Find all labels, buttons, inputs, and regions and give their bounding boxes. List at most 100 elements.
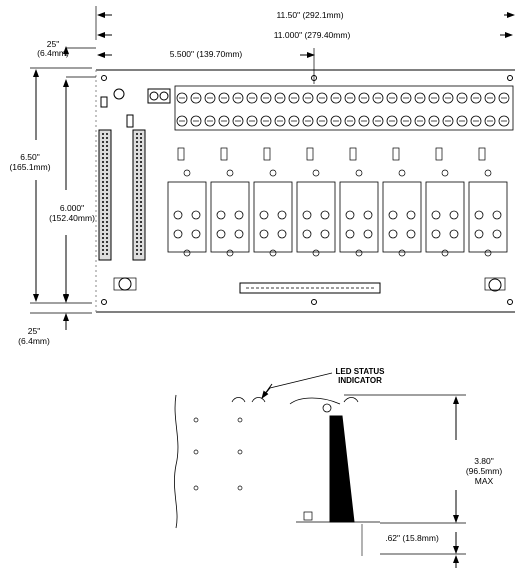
- bottom-components: [113, 277, 506, 294]
- board-height-mm-label: (165.1mm): [9, 162, 51, 172]
- connector-pin: [102, 205, 104, 207]
- connector-pin: [102, 149, 104, 151]
- connector-pin: [136, 185, 138, 187]
- terminal-screw: [358, 92, 370, 104]
- connector-pin: [106, 241, 108, 243]
- ribbon-connectors: [98, 129, 146, 261]
- connector-pin: [136, 141, 138, 143]
- connector-pin: [102, 221, 104, 223]
- connector-pin: [136, 153, 138, 155]
- socket-pin: [277, 210, 287, 220]
- connector-pin: [140, 157, 142, 159]
- connector-pin: [140, 245, 142, 247]
- module-screw: [484, 249, 492, 257]
- connector-pin: [106, 197, 108, 199]
- connector-pin: [106, 141, 108, 143]
- connector-pin: [106, 149, 108, 151]
- led: [441, 169, 449, 177]
- terminal-screw: [260, 92, 272, 104]
- connector-pin: [136, 241, 138, 243]
- dimension-board-height: [30, 67, 92, 304]
- led: [183, 169, 191, 177]
- connector-pin: [106, 245, 108, 247]
- connector-pin: [106, 189, 108, 191]
- max-height-label: 3.80": [474, 456, 494, 466]
- connector-pin: [140, 237, 142, 239]
- terminal-screw: [498, 92, 510, 104]
- socket-pin: [431, 229, 441, 239]
- socket-pin: [363, 229, 373, 239]
- terminal-screw: [456, 115, 468, 127]
- connector-pin: [106, 221, 108, 223]
- max-label: MAX: [474, 476, 494, 486]
- socket-pin: [234, 229, 244, 239]
- dimension-left-edge-top: [63, 46, 96, 78]
- connector-pin: [102, 237, 104, 239]
- connector-pin: [136, 133, 138, 135]
- connector-pin: [140, 201, 142, 203]
- connector-pin: [102, 253, 104, 255]
- terminal-screw: [386, 92, 398, 104]
- connector-pin: [102, 193, 104, 195]
- connector-pin: [136, 173, 138, 175]
- connector-pin: [106, 137, 108, 139]
- connector-pin: [136, 181, 138, 183]
- connector-pin: [106, 205, 108, 207]
- connector-pin: [136, 217, 138, 219]
- socket-pin: [345, 210, 355, 220]
- terminal-screw: [344, 92, 356, 104]
- module-socket: [167, 181, 207, 253]
- connector-pin: [136, 209, 138, 211]
- connector-pin: [140, 213, 142, 215]
- module-screw: [441, 249, 449, 257]
- terminal-screw: [316, 115, 328, 127]
- terminal-screw: [470, 115, 482, 127]
- socket-pin: [191, 210, 201, 220]
- connector-pin: [140, 225, 142, 227]
- fuse: [263, 147, 271, 161]
- connector-pin: [140, 173, 142, 175]
- socket-pin: [277, 229, 287, 239]
- connector-pin: [140, 165, 142, 167]
- connector-pin: [106, 165, 108, 167]
- terminal-screw: [218, 115, 230, 127]
- connector-pin: [106, 249, 108, 251]
- fuse: [177, 147, 185, 161]
- terminal-screw: [386, 115, 398, 127]
- led: [484, 169, 492, 177]
- connector-pin: [136, 229, 138, 231]
- socket-pin: [216, 210, 226, 220]
- connector-pin: [136, 189, 138, 191]
- module-screw: [398, 249, 406, 257]
- socket-pin: [388, 229, 398, 239]
- connector-pin: [136, 233, 138, 235]
- socket-pin: [302, 229, 312, 239]
- socket-pin: [492, 229, 502, 239]
- terminal-screw: [372, 92, 384, 104]
- terminal-screw: [330, 115, 342, 127]
- center-offset-label: 5.500" (139.70mm): [169, 49, 243, 59]
- socket-pin: [449, 210, 459, 220]
- terminal-screw: [456, 92, 468, 104]
- connector-pin: [102, 229, 104, 231]
- connector-pin: [136, 201, 138, 203]
- standoff-label: .62" (15.8mm): [385, 533, 439, 543]
- connector-pin: [136, 145, 138, 147]
- terminal-screw: [484, 115, 496, 127]
- connector-pin: [136, 157, 138, 159]
- connector-pin: [136, 193, 138, 195]
- connector-pin: [136, 205, 138, 207]
- overall-width-label: 11.50" (292.1mm): [276, 10, 344, 20]
- connector-pin: [102, 225, 104, 227]
- led: [355, 169, 363, 177]
- connector-pin: [140, 209, 142, 211]
- socket-pin: [449, 229, 459, 239]
- socket-pin: [474, 210, 484, 220]
- board-height-label: 6.50": [20, 152, 40, 162]
- terminal-screw: [400, 92, 412, 104]
- connector-pin: [136, 249, 138, 251]
- module-screw: [312, 249, 320, 257]
- relay-module-sockets: [167, 147, 508, 257]
- connector-pin: [102, 217, 104, 219]
